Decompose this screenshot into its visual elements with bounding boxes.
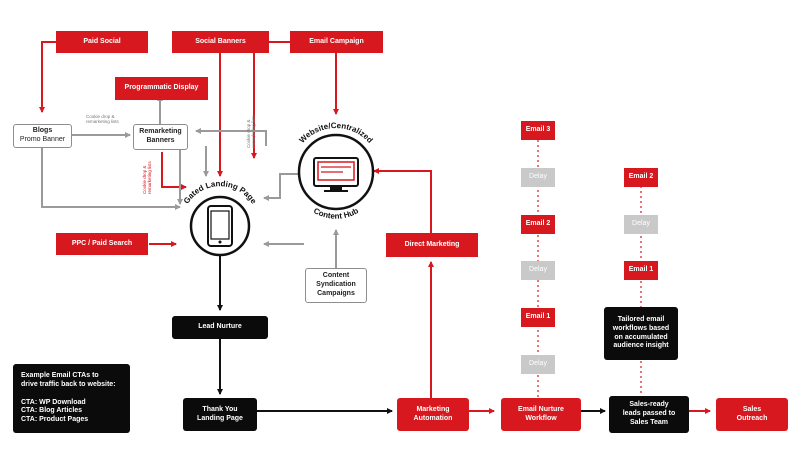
ppc-node: PPC / Paid Search: [56, 233, 148, 255]
nurture-delay-2: Delay: [521, 261, 555, 280]
nurture-email-3: Email 3: [521, 121, 555, 140]
social-banners-node: Social Banners: [172, 31, 269, 53]
email-campaign-node: Email Campaign: [290, 31, 383, 53]
blogs-title: Blogs: [32, 127, 53, 135]
tailored-delay: Delay: [624, 215, 658, 234]
blogs-node: Blogs Promo Banner: [13, 124, 72, 148]
nurture-delay-1: Delay: [521, 168, 555, 187]
tailored-email-2: Email 2: [624, 168, 658, 187]
grey-connectors: [41, 95, 339, 268]
thank-you-node: Thank You Landing Page: [183, 398, 257, 431]
email-cta-callout: Example Email CTAs to drive traffic back…: [13, 364, 130, 433]
sales-outreach-node: Sales Outreach: [716, 398, 788, 431]
nurture-email-1: Email 1: [521, 308, 555, 327]
nurture-email-2: Email 2: [521, 215, 555, 234]
nurture-delay-3: Delay: [521, 355, 555, 374]
cookie-drop-note-2: Cookie drop & remarketing lists: [246, 115, 257, 148]
content-hub-circle: [297, 133, 375, 211]
marketing-automation-node: Marketing Automation: [397, 398, 469, 431]
paid-social-node: Paid Social: [56, 31, 148, 53]
cookie-drop-note-1: Cookie drop & remarketing lists: [86, 114, 119, 125]
gated-landing-page-circle: [189, 195, 251, 257]
content-hub-label-bottom: Content Hub: [312, 206, 360, 221]
tailored-workflows-node: Tailored email workflows based on accumu…: [604, 307, 678, 360]
direct-marketing-node: Direct Marketing: [386, 233, 478, 257]
programmatic-display-node: Programmatic Display: [115, 77, 208, 100]
lead-nurture-node: Lead Nurture: [172, 316, 268, 339]
black-connectors: [217, 252, 606, 414]
blogs-subtitle: Promo Banner: [19, 136, 66, 143]
content-syndication-node: Content Syndication Campaigns: [305, 268, 367, 303]
sales-ready-node: Sales-ready leads passed to Sales Team: [609, 396, 689, 433]
tailored-email-1: Email 1: [624, 261, 658, 280]
remarketing-banners-node: Remarketing Banners: [133, 124, 188, 150]
email-nurture-workflow-node: Email Nurture Workflow: [501, 398, 581, 431]
cookie-drop-note-3: Cookie drop & remarketing lists: [142, 161, 153, 194]
